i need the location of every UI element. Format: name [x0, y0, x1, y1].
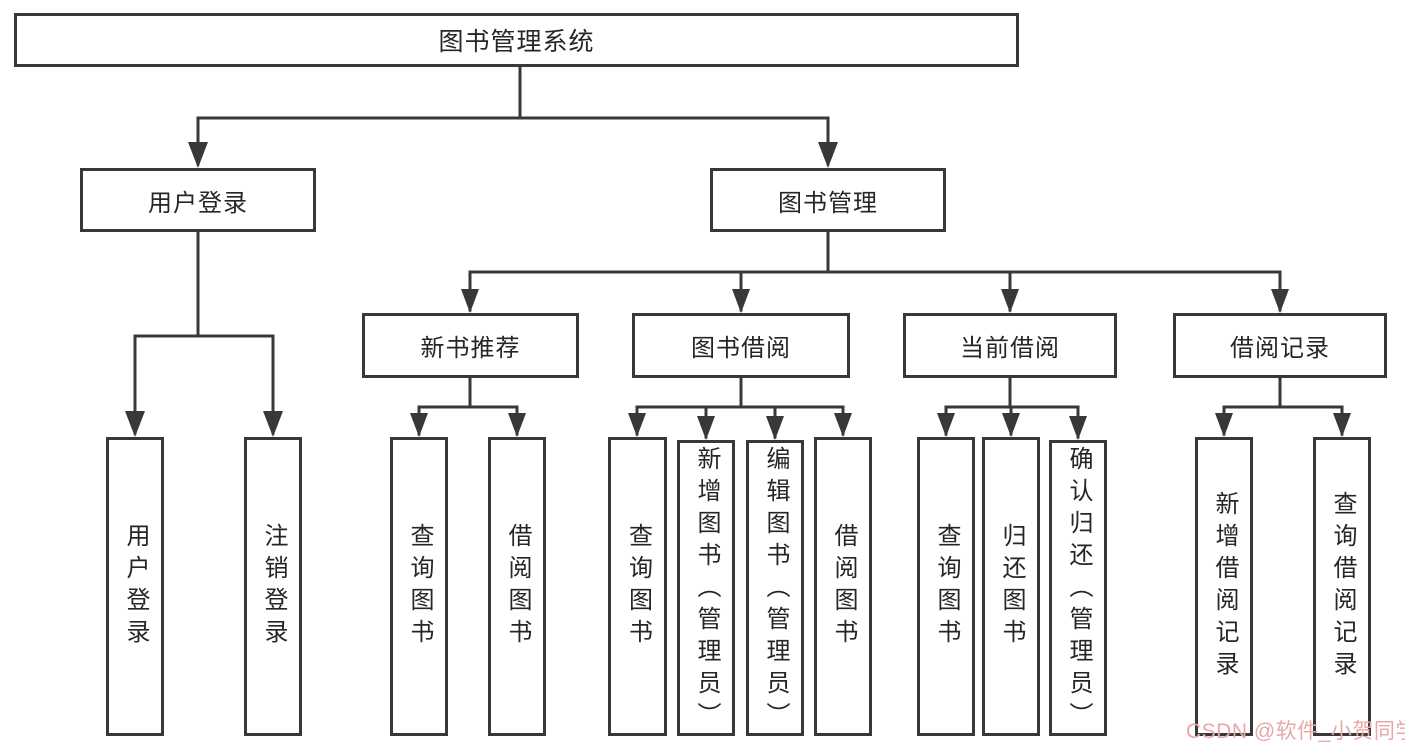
node-borrow-record: 借阅记录: [1173, 313, 1387, 378]
leaf-logout: 注销登录: [244, 437, 302, 736]
leaf-query-borrow-record: 查询借阅记录: [1313, 437, 1371, 736]
node-current-borrow: 当前借阅: [903, 313, 1117, 378]
node-book-borrow: 图书借阅: [632, 313, 850, 378]
leaf-edit-book-admin: 编辑图书（管理员）: [746, 440, 804, 736]
leaf-borrow-book: 借阅图书: [814, 437, 872, 736]
leaf-borrow-book-recommend: 借阅图书: [488, 437, 546, 736]
connector-user-login-children: [125, 230, 283, 437]
connector-book-borrow-children: [628, 376, 852, 440]
leaf-add-borrow-record: 新增借阅记录: [1195, 437, 1253, 736]
leaf-query-book-current: 查询图书: [917, 437, 975, 736]
leaf-query-book-recommend: 查询图书: [390, 437, 448, 736]
watermark: CSDN @软件_小贺同学: [1186, 720, 1405, 743]
leaf-return-book: 归还图书: [982, 437, 1040, 736]
connector-current-borrow-children: [937, 376, 1087, 440]
leaf-query-book-borrow: 查询图书: [608, 437, 667, 736]
connector-borrow-record-children: [1215, 376, 1351, 437]
node-new-book-recommend: 新书推荐: [362, 313, 579, 378]
leaf-user-login: 用户登录: [106, 437, 164, 736]
node-root-library-system: 图书管理系统: [14, 13, 1019, 67]
leaf-confirm-return-admin: 确认归还（管理员）: [1049, 440, 1107, 736]
node-user-login: 用户登录: [80, 168, 316, 232]
connector-root-to-level2: [188, 65, 838, 168]
connector-new-book-children: [410, 376, 526, 437]
connector-book-mgmt-children: [461, 230, 1289, 313]
leaf-add-book-admin: 新增图书（管理员）: [677, 440, 735, 736]
node-book-management: 图书管理: [710, 168, 946, 232]
